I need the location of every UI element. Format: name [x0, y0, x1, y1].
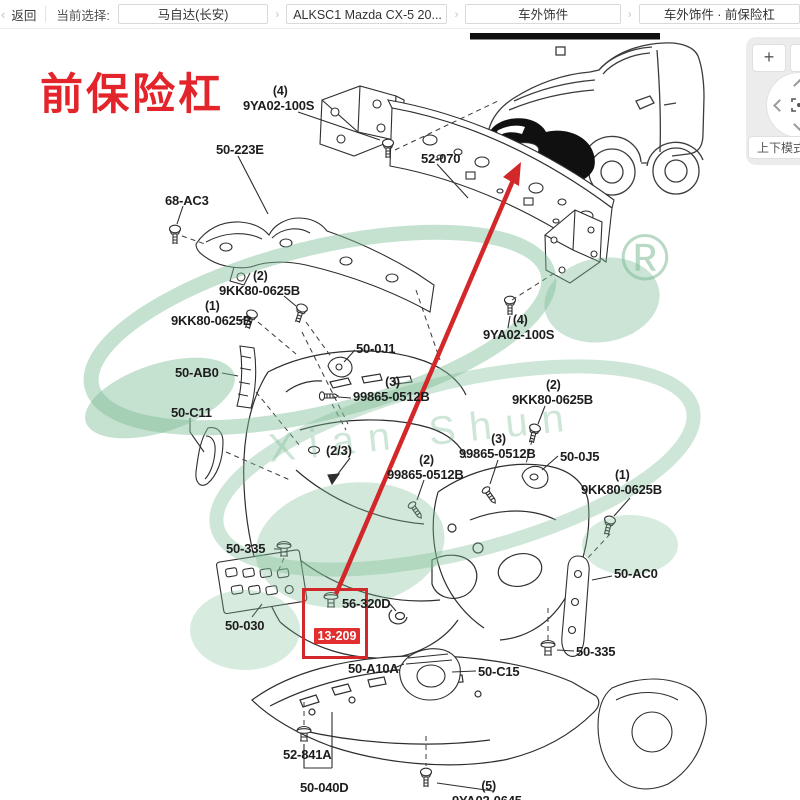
highlighted-part-badge: 13-209 [314, 628, 360, 644]
clip-50-0J5 [521, 465, 549, 489]
zoom-out-button[interactable]: − [790, 44, 800, 72]
part-label: 50-030 [225, 618, 265, 633]
chevron-right-icon: › [454, 7, 459, 21]
focus-reset-icon[interactable] [791, 97, 800, 113]
tow-hook [388, 609, 408, 625]
current-selection-label: 当前选择: [56, 8, 110, 23]
part-label: (3)99865-0512B [353, 375, 430, 404]
part-label: (1)9KK80-0625B [581, 468, 662, 497]
part-label: (1)9KK80-0625B [171, 299, 252, 328]
part-label: 56-320D [342, 596, 391, 611]
trim-50C11 [195, 427, 224, 486]
bracket-50AB0 [236, 345, 257, 409]
part-label: 50-0J5 [560, 449, 600, 464]
part-label: (2)9KK80-0625B [219, 269, 300, 298]
reinforcement-beam [319, 85, 615, 284]
viewer-controls: + − 上下模式 [746, 37, 800, 165]
part-label: (2)99865-0512B [387, 453, 464, 482]
pan-left-icon[interactable] [773, 99, 786, 112]
page-title: 前保险杠 [40, 71, 224, 119]
breadcrumb-toolbar: ‹ 返回 当前选择: 马自达(长安) › ALKSC1 Mazda CX-5 2… [0, 0, 800, 29]
part-label: (3)99865-0512B [459, 432, 536, 461]
model-select[interactable]: ALKSC1 Mazda CX-5 20... [286, 4, 448, 24]
part-label: 50-AC0 [614, 566, 658, 581]
subcategory-select[interactable]: 车外饰件 · 前保险杠 [638, 4, 800, 24]
edge-chevron-icon: ‹ [1, 6, 6, 22]
part-label: 68-AC3 [165, 193, 209, 208]
toolbar-divider [45, 6, 47, 22]
part-label: 50-335 [226, 541, 266, 556]
pan-pad[interactable] [767, 73, 800, 137]
highlight-box [302, 588, 368, 659]
image-border-bar [470, 33, 660, 40]
part-label: 50-040D [300, 780, 349, 795]
part-label: (4)9YA02-100S [483, 313, 555, 342]
car-sketch [485, 42, 705, 196]
license-plate-bracket [215, 549, 308, 615]
fog-bezel [399, 648, 461, 701]
registered-mark: ® [621, 220, 670, 294]
part-label: 50-C15 [478, 664, 520, 679]
back-button[interactable]: 返回 [11, 8, 37, 23]
part-label: 50-A10A [348, 661, 399, 676]
side-bracket-50AC0 [561, 555, 590, 657]
zoom-in-button[interactable]: + [752, 44, 786, 72]
part-label: 50-0J1 [356, 341, 396, 356]
fog-corner-piece [597, 678, 707, 790]
part-label: (4)9YA02-100S [243, 84, 315, 113]
part-label: 50-223E [216, 142, 264, 157]
category-select[interactable]: 车外饰件 [465, 4, 621, 24]
bumper-cover-rear [432, 463, 590, 641]
part-label: 50-C11 [171, 405, 212, 420]
part-label: 50-AB0 [175, 365, 219, 380]
pan-up-icon[interactable] [793, 79, 800, 92]
part-label: 52-841A [283, 747, 332, 762]
brand-select[interactable]: 马自达(长安) [117, 4, 269, 24]
part-label: (5)9YA02-0645 [452, 779, 522, 800]
part-label: (2)9KK80-0625B [512, 378, 593, 407]
part-label: 52-070 [421, 151, 461, 166]
highlighted-front-bumper [485, 118, 595, 188]
part-label: 50-335 [576, 644, 616, 659]
clip-50-0J1 [327, 356, 353, 378]
fasteners [168, 138, 617, 788]
mode-toggle-button[interactable]: 上下模式 [748, 136, 800, 159]
pan-down-icon[interactable] [793, 118, 800, 131]
chevron-right-icon: › [275, 7, 280, 21]
chevron-right-icon: › [627, 7, 632, 21]
part-label: (2/3) [326, 443, 352, 458]
